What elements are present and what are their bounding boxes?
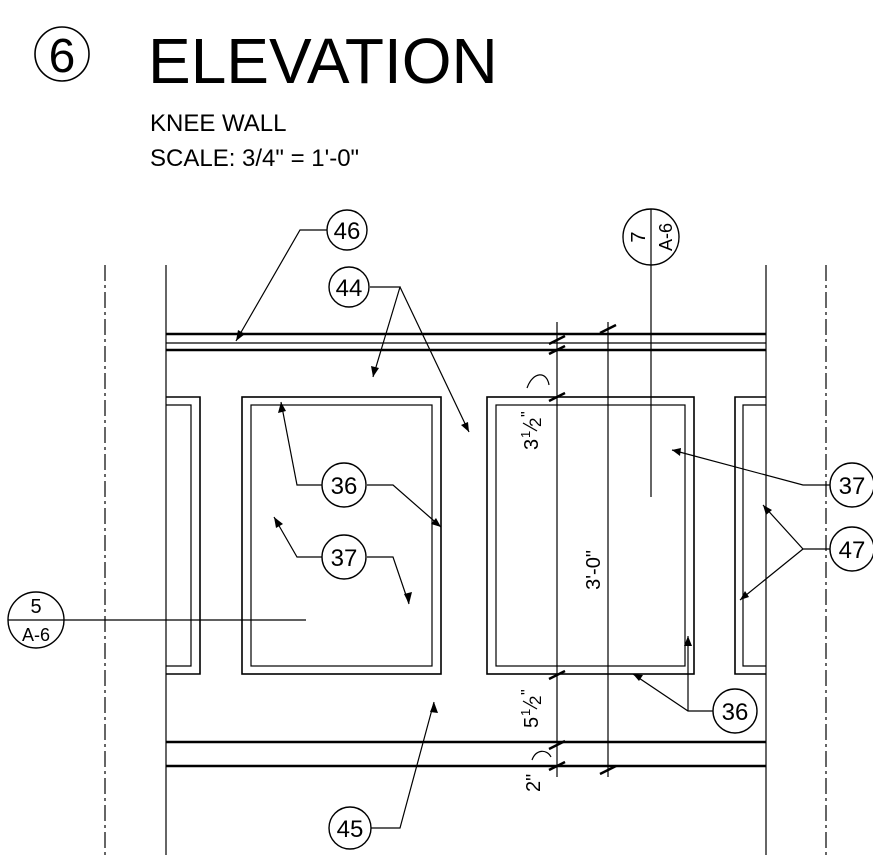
dimension-base: 2" [523,774,545,792]
keynote-36-a: 36 [321,462,367,508]
dimension-top-rail-num: 1 [518,431,533,438]
svg-text:36: 36 [722,699,749,726]
dimension-ticks-overall [599,323,617,776]
dimension-bottom-rail-num: 1 [518,709,533,716]
drawing-title: ELEVATION [148,25,498,97]
keynote-45: 45 [328,806,372,850]
svg-text:45: 45 [337,816,364,843]
dimension-top-rail-den: 2 [526,418,545,427]
top-cap [166,332,766,352]
panel-partial-right [734,396,766,675]
dimension-top-rail-unit: " [519,411,536,417]
keynote-46: 46 [326,209,368,251]
dimension-panel-height: 3'-0" [583,550,605,590]
keynote-36-b: 36 [712,688,758,734]
center-lines [104,265,827,855]
dimension-ticks-rails [548,334,566,772]
keynote-37-a: 37 [321,534,367,580]
panel-1-outer [241,396,442,675]
section-5-number: 5 [30,596,41,618]
dimension-leader-top [526,374,550,389]
dimension-top-rail-whole: 3 [521,439,543,450]
keynote-44: 44 [328,266,370,308]
svg-text:44: 44 [336,275,363,302]
keynote-37-b: 37 [829,462,873,508]
panel-partial-left [166,396,201,675]
svg-text:47: 47 [839,537,866,564]
panel-1-inner [250,404,433,667]
drawing-subtitle: KNEE WALL [150,110,287,137]
drawing-scale: SCALE: 3/4" = 1'-0" [150,145,359,172]
section-marker-5: 5 A-6 [7,591,306,649]
section-7-sheet: A-6 [656,223,676,251]
panel-2-inner [495,404,686,667]
title-block: 6 ELEVATION KNEE WALL SCALE: 3/4" = 1'-0… [34,25,498,172]
svg-text:36: 36 [331,473,358,500]
panel-partial-left-inner [166,404,192,667]
section-marker-7: 7 A-6 [622,208,680,497]
keynote-47: 47 [829,526,873,572]
dimension-lines: 3 1 2 " 5 1 2 " 2" 3'-0" [518,322,617,792]
panels [166,396,766,675]
detail-number-circle [34,26,90,82]
svg-text:37: 37 [839,473,866,500]
dimension-bottom-rail-den: 2 [526,696,545,705]
section-5-sheet: A-6 [22,625,50,645]
dimension-leader-base [531,750,552,761]
wall-outline [165,265,767,855]
section-7-number: 7 [628,231,650,242]
dimension-bottom-rail: 5 1 2 " [518,689,545,728]
dimension-bottom-rail-whole: 5 [521,717,543,728]
detail-number: 6 [49,30,76,83]
base-trim [166,740,766,768]
svg-text:46: 46 [334,218,361,245]
panel-2-outer [486,396,695,675]
dimension-top-rail: 3 1 2 " [518,411,545,450]
svg-text:37: 37 [331,545,358,572]
panel-partial-right-inner [742,404,766,667]
dimension-bottom-rail-unit: " [519,689,536,695]
leader-arrowheads [236,330,772,713]
keynote-leaders [235,229,830,829]
